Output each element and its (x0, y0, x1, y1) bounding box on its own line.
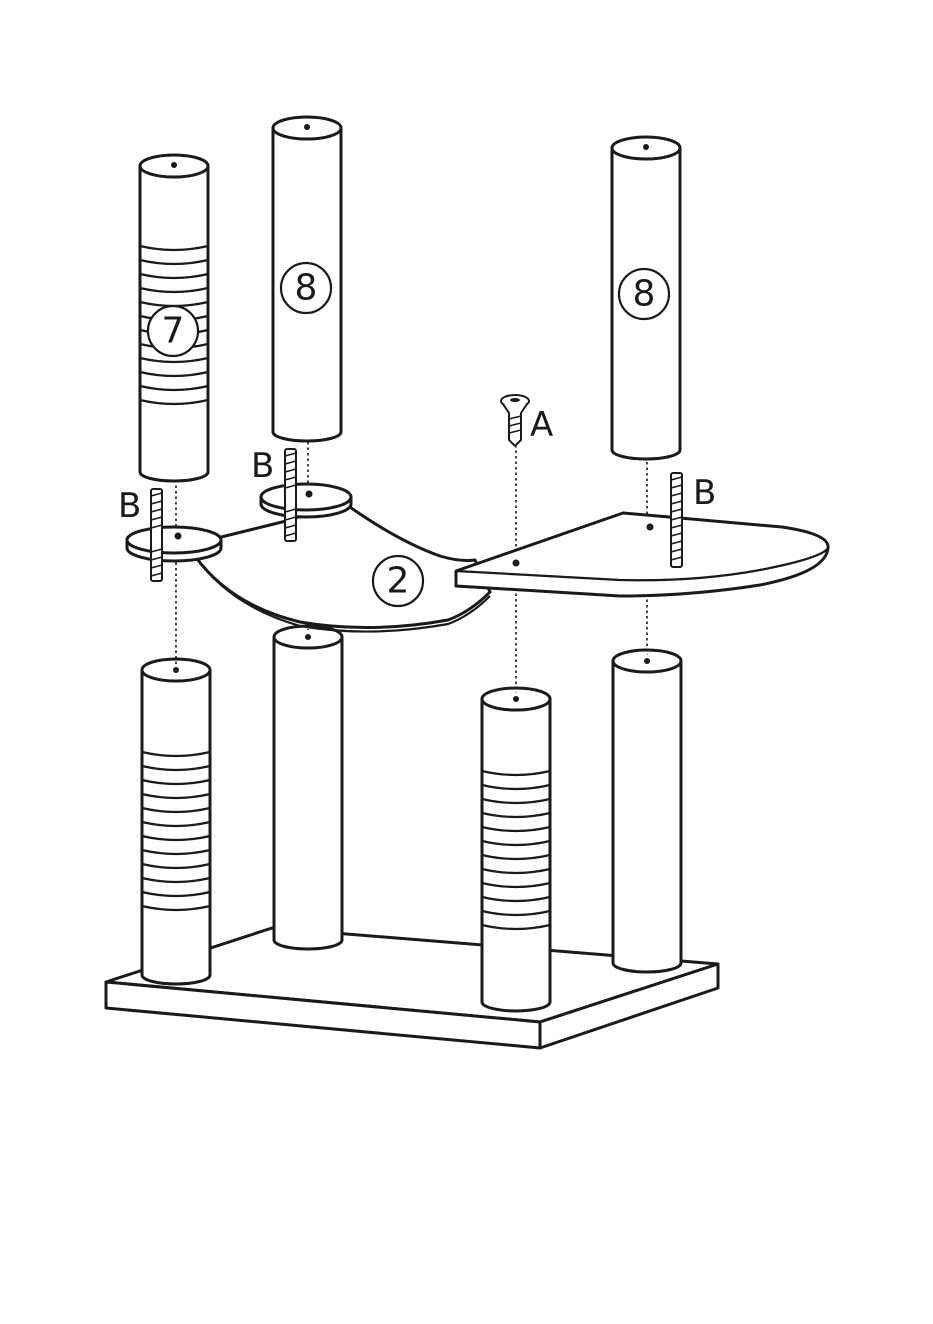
fastener-label-screw: A (530, 405, 553, 445)
part-label-upper-post-middle: 8 (295, 268, 318, 309)
fastener-label-bolt-middle: B (251, 446, 274, 486)
upper-post-middle: 8 (273, 117, 341, 441)
lower-post-front-wrapped (482, 688, 550, 1011)
fastener-label-bolt-right: B (693, 473, 716, 513)
curved-platform (127, 484, 828, 632)
part-label-platform: 2 (387, 561, 410, 602)
fastener-label-bolt-left: B (118, 486, 141, 526)
part-label-upper-post-right: 8 (633, 274, 656, 315)
part-label-upper-post-left: 7 (162, 311, 185, 352)
upper-post-left-wrapped: 7 (140, 155, 208, 481)
bolt-left (151, 489, 162, 581)
lower-post-left-wrapped (142, 659, 210, 984)
bolt-right (671, 473, 682, 567)
screw (501, 395, 529, 446)
lower-post-right (613, 650, 681, 972)
upper-post-right: 8 (612, 137, 680, 459)
lower-post-middle (274, 626, 342, 949)
bolt-middle (285, 449, 296, 541)
